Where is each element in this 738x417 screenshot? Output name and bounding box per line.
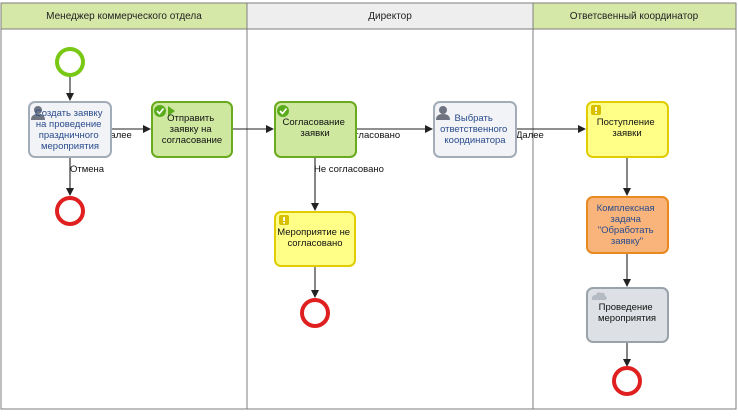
check-icon [277, 105, 289, 117]
check-icon [154, 105, 166, 117]
edge-label-not-agreed: Не согласовано [314, 164, 384, 175]
task-label-line: Поступление [597, 117, 655, 128]
lane-header-coordinator [532, 2, 737, 30]
edge-label-next: Далее [516, 130, 544, 141]
task-label-line: на проведение [36, 119, 102, 130]
task-label-line: Создать заявку [35, 108, 103, 119]
task-label-line: согласовано [287, 238, 342, 249]
task-label-line: праздничного [39, 130, 99, 141]
task-send-for-approval[interactable]: Отправить заявку на согласование [151, 101, 233, 158]
lane-header-sales [0, 2, 248, 30]
svg-text:Комплексная задача: Комплексная задача "Обработать заявку" [597, 203, 658, 247]
lane-header-director [246, 2, 534, 30]
end-event[interactable] [55, 196, 85, 226]
arrow-icon [168, 106, 175, 116]
task-label-line: Мероприятие не [277, 227, 350, 238]
edge-label-next: Далее [104, 130, 132, 141]
svg-text:Отправить заявку на: Отправить заявку на согласование [162, 113, 222, 146]
lane-title-director: Директор [368, 11, 412, 22]
lane-title-coordinator: Ответсвенный координатор [570, 11, 699, 22]
task-label-line: заявку" [611, 236, 643, 247]
task-label-line: ответственного [440, 124, 507, 135]
task-label-line: задача [610, 214, 641, 225]
task-event-not-approved[interactable]: Мероприятие не согласовано [274, 211, 356, 267]
task-label-line: Согласование [282, 117, 344, 128]
start-event[interactable] [55, 47, 85, 77]
task-label-line: мероприятия [598, 313, 656, 324]
user-icon [31, 106, 45, 120]
svg-text:Выбрать ответственного: Выбрать ответственного координатора [440, 113, 510, 146]
user-icon [436, 106, 450, 120]
svg-text:Согласование заявки: Согласование заявки [282, 117, 347, 139]
end-event[interactable] [300, 298, 330, 328]
edge-label-cancel: Отмена [70, 164, 105, 175]
task-label-line: "Обработать [598, 225, 654, 236]
lane-title-sales: Менеджер коммерческого отдела [46, 11, 202, 22]
task-label-line: согласование [162, 135, 222, 146]
task-label-line: мероприятия [41, 141, 99, 152]
task-label-line: заявки [300, 128, 329, 139]
cloud-icon [591, 292, 607, 300]
svg-text:Поступление заявки: Поступление заявки [597, 117, 658, 139]
task-label-line: координатора [444, 135, 506, 146]
task-request-received[interactable]: Поступление заявки [586, 101, 669, 158]
task-label-line: заявки [612, 128, 641, 139]
edges [66, 77, 631, 367]
alert-icon [279, 215, 289, 225]
task-create-request[interactable]: Создать заявку на проведение праздничног… [28, 101, 112, 158]
edge-label-agreed: Согласовано [343, 130, 400, 141]
task-complex-process-request[interactable]: Комплексная задача "Обработать заявку" [586, 196, 669, 254]
task-label-line: Проведение [599, 302, 653, 313]
task-label-line: заявку на [170, 124, 213, 135]
task-select-coordinator[interactable]: Выбрать ответственного координатора [433, 101, 517, 158]
task-conduct-event[interactable]: Проведение мероприятия [586, 287, 669, 343]
task-approve-request[interactable]: Согласование заявки [274, 101, 357, 158]
task-label-line: Комплексная [597, 203, 655, 214]
svg-text:Создать заявку на провед: Создать заявку на проведение праздничног… [35, 108, 105, 152]
alert-icon [591, 105, 601, 115]
task-label-line: Выбрать [455, 113, 493, 124]
svg-text:Мероприятие не согласова: Мероприятие не согласовано [277, 227, 353, 249]
svg-text:Проведение мероприятия: Проведение мероприятия [598, 302, 656, 324]
end-event[interactable] [612, 366, 642, 396]
task-label-line: Отправить [167, 113, 214, 124]
